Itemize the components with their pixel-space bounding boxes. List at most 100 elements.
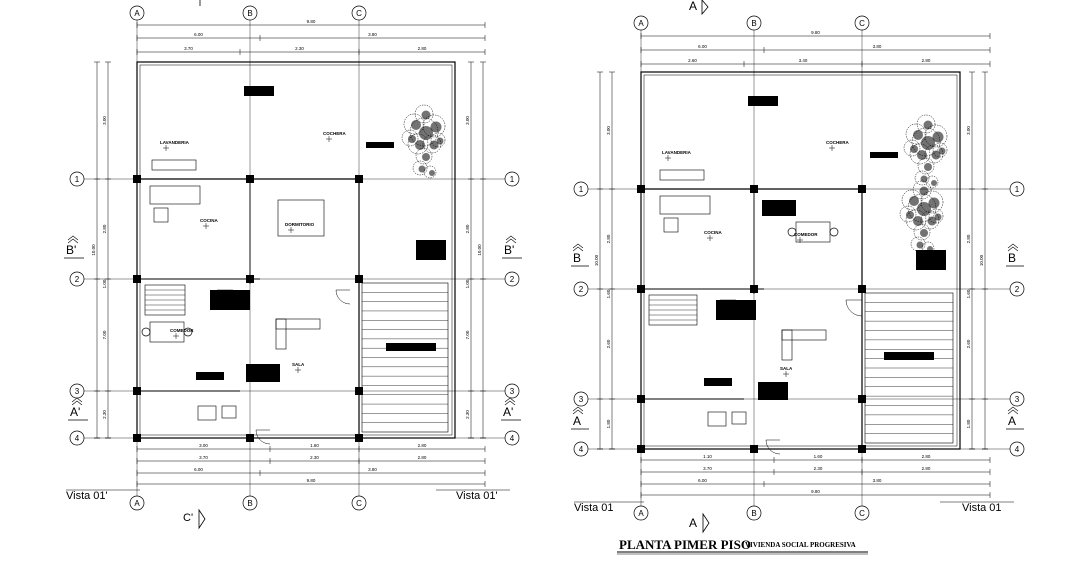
plan-subtitle: VIVIENDA SOCIAL PROGRESIVA bbox=[745, 541, 856, 549]
dim-bottom-row1-value-2: 2.80 bbox=[418, 443, 427, 448]
dining-chair-2 bbox=[183, 327, 193, 337]
room-label-sala: SALA bbox=[780, 366, 793, 371]
door-swing-1 bbox=[845, 299, 863, 317]
grid-bubble-left-3-circle bbox=[573, 391, 589, 407]
level-mark-lavanderia bbox=[163, 145, 169, 151]
dim-top-row2-value-0: 6.00 bbox=[698, 44, 707, 49]
left-section-marker-bottom-right: A' bbox=[503, 405, 513, 419]
grid-bubble-bottom-A-circle bbox=[129, 495, 145, 511]
dim-top-overall-value-0: 9.80 bbox=[811, 30, 820, 35]
dim-top-row3-value-0: 3.70 bbox=[184, 46, 193, 51]
left-section-marker-top-right-arrow bbox=[505, 235, 517, 244]
lavatory bbox=[221, 405, 237, 419]
grid-bubble-bottom-C-label: C bbox=[356, 499, 362, 508]
plan-title: PLANTA PIMER PISO bbox=[619, 537, 751, 552]
tree-shade-1 bbox=[411, 120, 421, 130]
tree-shade-8 bbox=[920, 229, 928, 237]
dim-top-row3-value-1: 3.40 bbox=[799, 58, 808, 63]
door-swing-2 bbox=[255, 429, 271, 445]
tree-shade-9 bbox=[920, 175, 928, 183]
tree-shade-1 bbox=[913, 130, 923, 140]
dim-side-left-value-4: 2.30 bbox=[102, 410, 107, 419]
tree-foliage-7 bbox=[928, 208, 944, 224]
dim-side-left-value-2: 1.00 bbox=[102, 279, 107, 288]
tree-foliage-3 bbox=[407, 133, 429, 155]
kitchen-stove bbox=[153, 207, 169, 223]
room-label-lavanderia: LAVANDERIA bbox=[160, 140, 190, 145]
tree-foliage-10 bbox=[423, 165, 437, 179]
level-mark-comedor bbox=[797, 237, 803, 243]
level-mark-cocina bbox=[707, 235, 713, 241]
grid-bubble-top-A-circle bbox=[633, 15, 649, 31]
right-section-marker-bottom: A bbox=[689, 516, 697, 530]
tree-shade-1 bbox=[909, 196, 919, 206]
grid-bubble-bottom-C-circle bbox=[854, 505, 870, 521]
tree-0 bbox=[903, 114, 948, 189]
column-6 bbox=[637, 395, 645, 403]
level-mark-dormitorio bbox=[288, 227, 294, 233]
grid-bubble-left-2-circle bbox=[573, 281, 589, 297]
dim-side-left-overall: 10.00 bbox=[91, 244, 96, 256]
grid-bubble-right-3-circle bbox=[504, 383, 520, 399]
room-label-lavanderia: LAVANDERIA bbox=[662, 150, 692, 155]
tree-foliage-9 bbox=[914, 170, 930, 186]
grid-bubble-right-2-label: 2 bbox=[1015, 285, 1020, 294]
right-section-marker-low-right-arrow bbox=[1007, 406, 1019, 415]
column-10 bbox=[858, 445, 866, 453]
room-tag-6 bbox=[196, 372, 224, 380]
interior-stair bbox=[648, 294, 698, 326]
room-tag-0 bbox=[244, 86, 274, 96]
room-label-sala: SALA bbox=[292, 362, 305, 367]
column-6 bbox=[133, 387, 141, 395]
left-section-marker-top-left: B' bbox=[66, 243, 76, 257]
column-8 bbox=[133, 434, 141, 442]
right-section-marker-bottom-arrow bbox=[702, 512, 710, 534]
kitchen-counter bbox=[149, 185, 201, 205]
grid-bubble-right-1-label: 1 bbox=[1015, 185, 1020, 194]
room-label-cochera: COCHERA bbox=[323, 131, 347, 136]
room-tag-6 bbox=[762, 200, 796, 216]
room-tag-3 bbox=[716, 300, 756, 320]
tree-foliage-3 bbox=[905, 209, 927, 231]
grid-bubble-left-2-label: 2 bbox=[579, 285, 584, 294]
room-tag-2 bbox=[416, 240, 446, 260]
sofa-side bbox=[781, 329, 793, 361]
left-vista-right: Vista 01' bbox=[456, 490, 498, 502]
right-vista-right: Vista 01 bbox=[962, 502, 1002, 514]
dim-top-row3-value-0: 2.60 bbox=[688, 58, 697, 63]
tree-shade-8 bbox=[422, 153, 430, 161]
dining-chair-1 bbox=[141, 327, 151, 337]
column-0 bbox=[133, 175, 141, 183]
boundary-wall-inner bbox=[139, 64, 453, 436]
dim-bottom-overall-value-0: 9.80 bbox=[811, 489, 820, 494]
grid-bubble-bottom-A-circle bbox=[633, 505, 649, 521]
column-2 bbox=[858, 185, 866, 193]
tree-foliage-8 bbox=[415, 147, 433, 165]
right-section-marker-top-arrow bbox=[701, 0, 709, 16]
dim-bottom-row1-value-0: 3.00 bbox=[199, 443, 208, 448]
grid-bubble-right-1-circle bbox=[1009, 181, 1025, 197]
grid-bubble-left-1-label: 1 bbox=[579, 185, 584, 194]
grid-bubble-right-2-circle bbox=[1009, 281, 1025, 297]
boundary-wall bbox=[640, 71, 961, 450]
room-tag-5 bbox=[246, 364, 280, 382]
tree-shade-2 bbox=[928, 197, 940, 209]
dim-top-row2-value-0: 6.00 bbox=[194, 32, 203, 37]
grid-bubble-top-B-label: B bbox=[751, 19, 756, 28]
tree-shade-5 bbox=[919, 186, 929, 196]
grid-bubble-left-3-label: 3 bbox=[579, 395, 584, 404]
laundry-sink bbox=[151, 159, 197, 171]
grid-bubble-top-B-label: B bbox=[247, 9, 252, 18]
wc bbox=[707, 411, 727, 427]
grid-bubble-right-3-label: 3 bbox=[1015, 395, 1020, 404]
grid-bubble-left-2-label: 2 bbox=[75, 275, 80, 284]
column-1 bbox=[246, 175, 254, 183]
tree-shade-7 bbox=[436, 137, 444, 145]
column-5 bbox=[858, 285, 866, 293]
dim-side-left-value-3: 7.00 bbox=[102, 330, 107, 339]
dining-chair-1 bbox=[787, 227, 797, 237]
dim-bottom-row2-value-0: 3.70 bbox=[703, 466, 712, 471]
column-7 bbox=[858, 395, 866, 403]
column-7 bbox=[355, 387, 363, 395]
